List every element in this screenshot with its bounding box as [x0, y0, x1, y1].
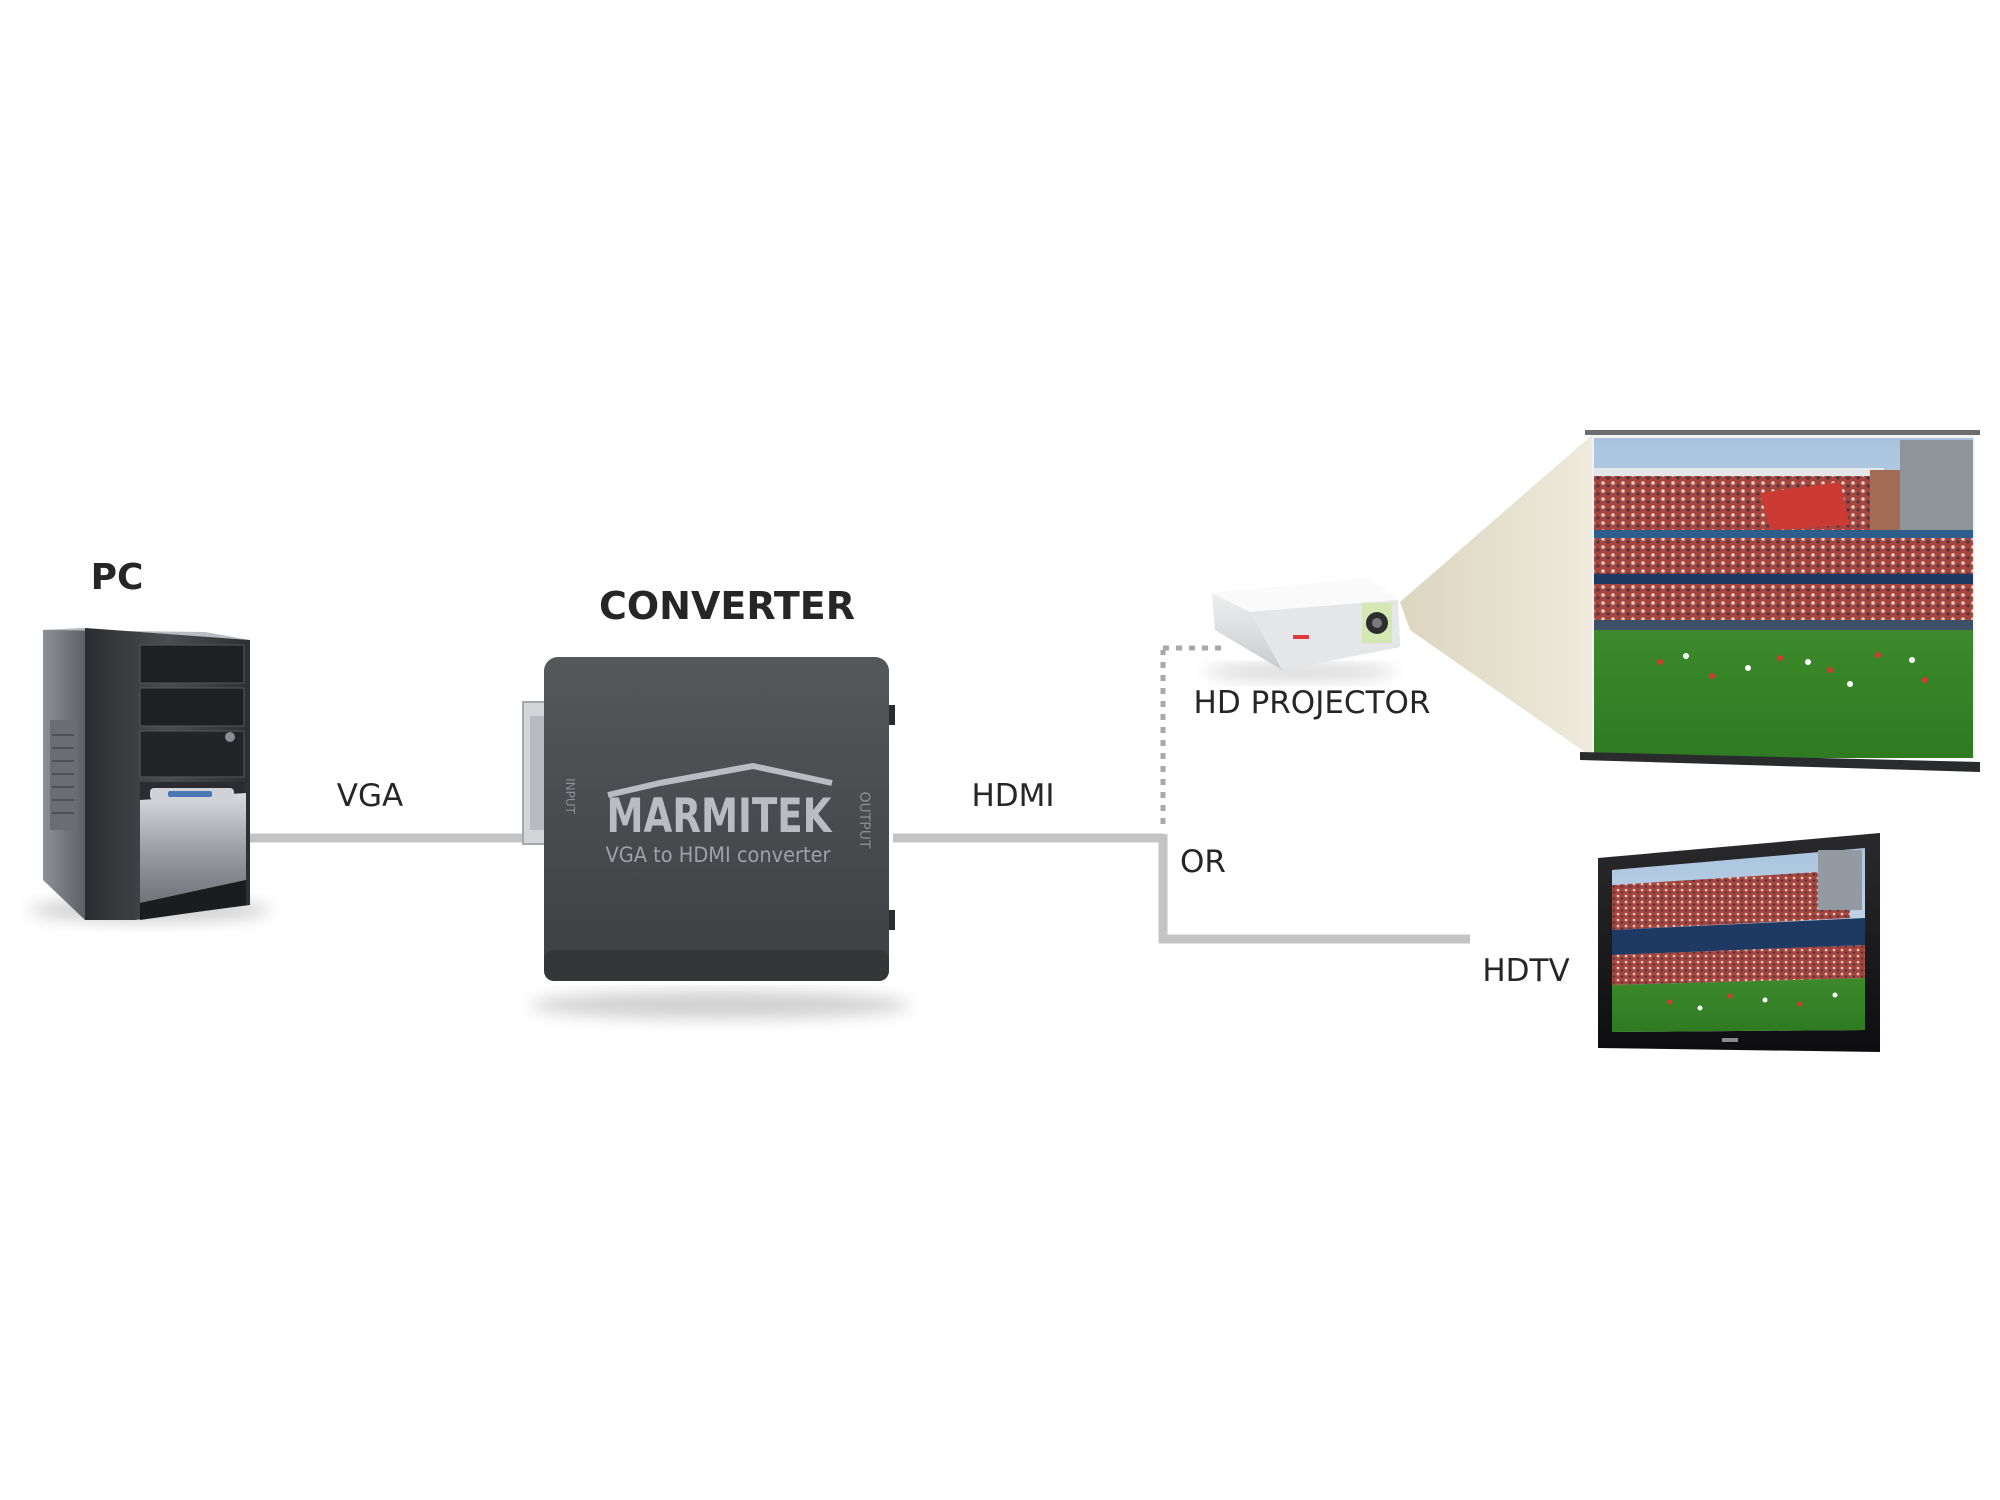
television-icon	[1598, 833, 1880, 1052]
cables	[250, 645, 1470, 944]
hdtv-label: HDTV	[1482, 953, 1569, 989]
converter-label: CONVERTER	[599, 584, 855, 628]
converter-brand: MARMITEK	[607, 789, 833, 844]
projector-beam	[1400, 435, 1592, 757]
projector-label: HD PROJECTOR	[1194, 685, 1431, 721]
pc-tower-icon	[30, 628, 270, 922]
vga-label: VGA	[337, 778, 403, 814]
converter-box-icon	[522, 657, 910, 1019]
projector-icon	[1205, 578, 1400, 680]
converter-subtitle: VGA to HDMI converter	[606, 843, 831, 867]
or-label: OR	[1180, 844, 1226, 880]
converter-output-port-label: OUTPUT	[856, 791, 872, 849]
projection-screen-icon	[1580, 430, 1980, 772]
converter-input-port-label: INPUT	[563, 778, 577, 815]
hdmi-label: HDMI	[971, 778, 1054, 814]
pc-label: PC	[91, 557, 144, 598]
